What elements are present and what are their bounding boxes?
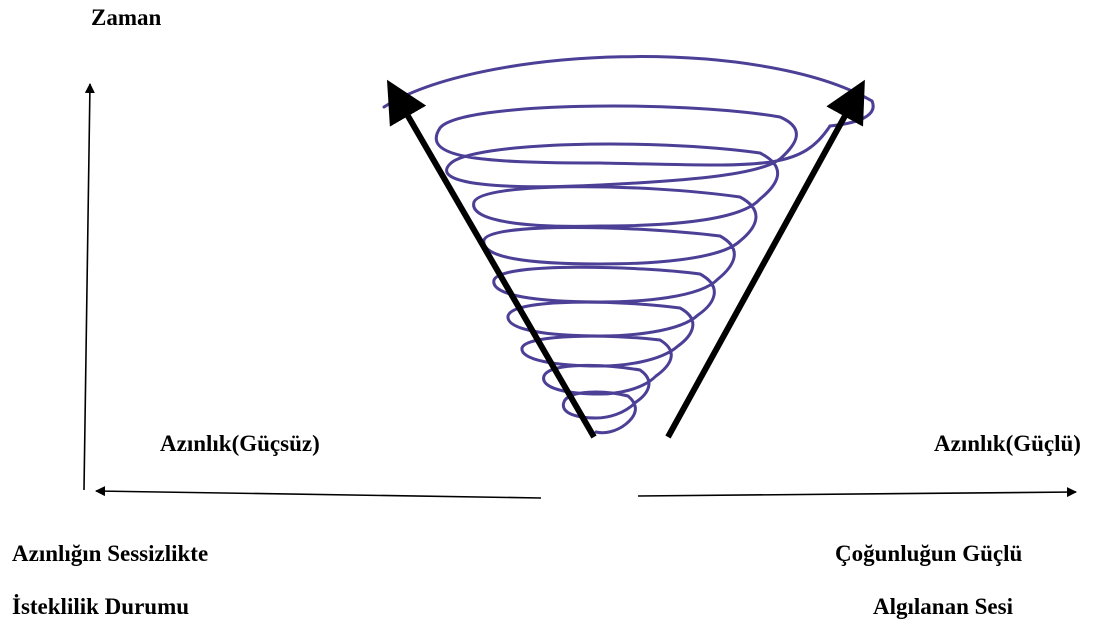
left-cone-arrow: [386, 79, 597, 439]
time-axis-arrow: [83, 83, 95, 491]
spiral-coil: [434, 104, 832, 435]
right-caption-line-2: Algılanan Sesi: [873, 594, 1013, 619]
spiral-top-arc: [382, 55, 874, 109]
left-caption-line-1: Azınlığın Sessizlikte: [12, 541, 209, 566]
left-horizontal-arrow: [95, 486, 542, 499]
time-axis-label: Zaman: [91, 5, 162, 30]
right-end-label: Azınlık(Güçlü): [934, 431, 1081, 456]
left-end-label: Azınlık(Güçsüz): [160, 431, 320, 456]
spiral-funnel: [382, 55, 875, 435]
right-horizontal-arrow: [637, 487, 1077, 498]
right-caption-line-1: Çoğunluğun Güçlü: [835, 541, 1023, 566]
right-cone-arrow: [665, 79, 865, 439]
left-caption-line-2: İsteklilik Durumu: [12, 594, 190, 619]
